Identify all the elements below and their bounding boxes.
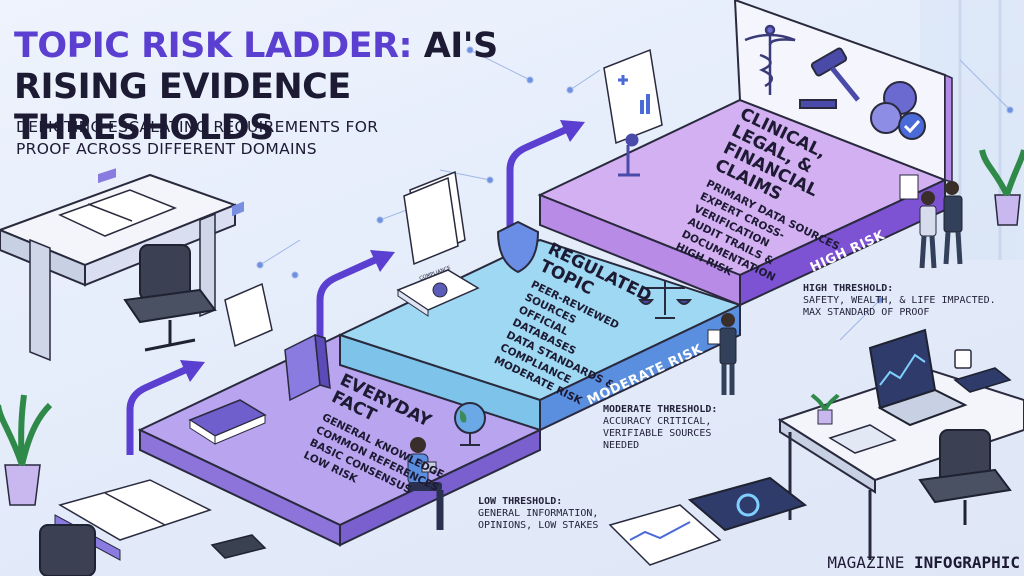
office-chair-left	[123, 244, 217, 352]
finance-coins-icon	[870, 81, 926, 140]
low-threshold-body: GENERAL INFORMATION, OPINIONS, LOW STAKE…	[478, 508, 599, 531]
high-threshold-body: SAFETY, WEALTH, & LIFE IMPACTED. MAX STA…	[803, 295, 996, 318]
right-desk	[777, 328, 1024, 560]
left-desk	[0, 168, 238, 362]
arrow-3	[506, 120, 585, 230]
high-threshold-head: HIGH THRESHOLD:	[803, 283, 894, 294]
moderate-threshold-note: MODERATE THRESHOLD: ACCURACY CRITICAL, V…	[603, 404, 753, 452]
low-threshold-head: LOW THRESHOLD:	[478, 496, 563, 507]
chair-bottom-left	[39, 524, 96, 576]
title-accent: TOPIC RISK LADDER:	[14, 26, 413, 66]
people-top-right	[899, 174, 963, 269]
title-rest: AI'S RISING EVIDENCE THRESHOLDS	[14, 26, 498, 148]
page-subtitle: DEPICTING ESCALATING REQUIREMENTS FOR PR…	[16, 118, 379, 158]
page-title: TOPIC RISK LADDER: AI'S RISING EVIDENCE …	[14, 26, 574, 149]
document-icon-2	[403, 170, 466, 266]
network-lines	[256, 46, 1014, 341]
microscope-icon	[618, 133, 640, 177]
high-threshold-note: HIGH THRESHOLD: SAFETY, WEALTH, & LIFE I…	[803, 283, 1008, 319]
icon-panel	[733, 0, 953, 183]
caduceus-icon	[744, 24, 796, 95]
gavel-icon	[799, 47, 860, 109]
step-regulated	[337, 238, 743, 432]
person-sitting	[407, 437, 444, 530]
shield-icon	[496, 220, 540, 274]
brand-footer: MAGAZINE INFOGRAPHIC	[827, 553, 1020, 572]
standing-book-icon	[284, 333, 331, 402]
medical-document-icon	[603, 48, 663, 145]
arrow-2	[316, 250, 395, 340]
low-threshold-note: LOW THRESHOLD: GENERAL INFORMATION, OPIN…	[478, 496, 618, 532]
moderate-threshold-head: MODERATE THRESHOLD:	[603, 404, 718, 415]
globe-icon	[454, 402, 486, 446]
plant-right	[979, 149, 1024, 226]
phone-bottom	[210, 534, 267, 559]
person-standing-mid	[707, 313, 737, 395]
moderate-threshold-body: ACCURACY CRITICAL, VERIFIABLE SOURCES NE…	[603, 416, 712, 451]
office-chair-right	[918, 429, 1012, 525]
bottom-tablet	[687, 476, 808, 532]
scales-icon	[637, 280, 693, 319]
book-icon	[188, 399, 267, 445]
arrow-1	[126, 360, 205, 455]
brand-part-a: MAGAZINE	[827, 553, 905, 572]
document-icon-1	[224, 201, 273, 348]
plant-left	[0, 394, 53, 506]
chart-paper	[608, 504, 722, 566]
brand-part-b: INFOGRAPHIC	[914, 553, 1020, 572]
